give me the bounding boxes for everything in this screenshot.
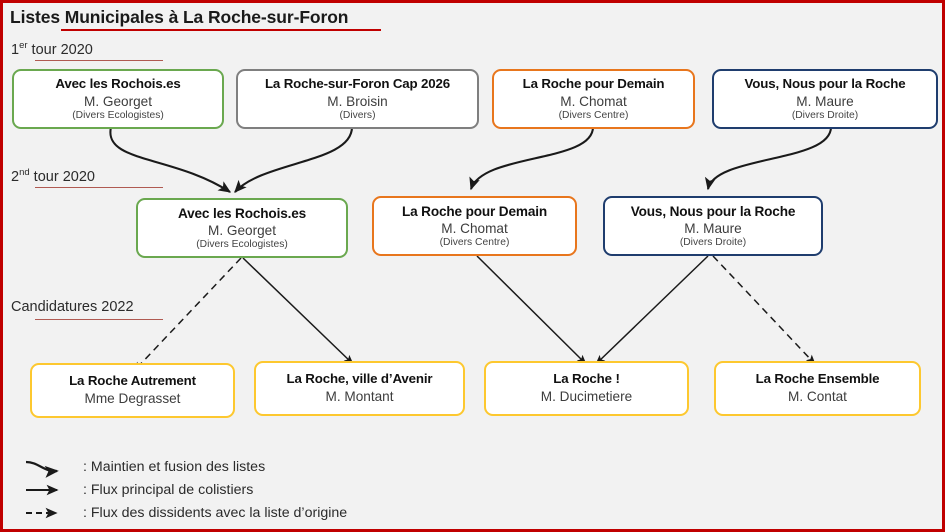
stage-label-tour2: 2nd tour 2020 (11, 167, 95, 185)
legend: : Maintien et fusion des listes : Flux p… (23, 455, 543, 524)
title-underline (61, 29, 381, 31)
node-2022-la-roche-ville-davenir[interactable]: La Roche, ville d’Avenir M. Montant (254, 361, 465, 416)
edge-r2-green-to-avenir (242, 257, 354, 365)
node-2022-la-roche-autrement[interactable]: La Roche Autrement Mme Degrasset (30, 363, 235, 418)
legend-label: : Flux des dissidents avec la liste d’or… (83, 504, 348, 521)
node-title: La Roche pour Demain (522, 75, 665, 91)
edge-r1-gray-to-r2-green (234, 126, 354, 193)
edge-r1-blue-to-r2-blue (704, 126, 833, 191)
node-title: La Roche, ville d’Avenir (286, 371, 433, 387)
edge-r2-green-to-autrement (133, 257, 242, 372)
node-title: Vous, Nous pour la Roche (744, 75, 906, 91)
node-party: (Divers Centre) (558, 109, 629, 121)
node-title: La Roche Autrement (69, 373, 196, 389)
node-round2-avec-les-rochois[interactable]: Avec les Rochois.es M. Georget (Divers E… (136, 198, 348, 258)
node-person: M. Georget (84, 93, 152, 109)
node-title: La Roche-sur-Foron Cap 2026 (264, 75, 451, 91)
node-party: (Divers Droite) (679, 236, 747, 248)
node-title: La Roche Ensemble (755, 371, 880, 387)
straight-arrow-icon (23, 479, 83, 501)
edge-r1-orange-to-r2-orange (469, 126, 595, 191)
node-person: M. Maure (684, 220, 742, 236)
stage-underline-tour2 (35, 187, 163, 189)
legend-row-dashed: : Flux des dissidents avec la liste d’or… (23, 501, 543, 524)
stage-underline-cand2022 (35, 319, 163, 321)
node-title: Avec les Rochois.es (55, 75, 181, 91)
edge-r2-blue-to-laroche (595, 255, 709, 365)
stage-label-cand2022: Candidatures 2022 (11, 299, 134, 315)
node-person: Mme Degrasset (84, 391, 181, 407)
edge-r1-green-to-r2-green (109, 126, 232, 193)
node-person: M. Maure (796, 93, 854, 109)
stage-label-tour1: 1er tour 2020 (11, 40, 93, 58)
dashed-arrow-icon (23, 502, 83, 524)
node-round1-la-roche-pour-demain[interactable]: La Roche pour Demain M. Chomat (Divers C… (492, 69, 695, 129)
node-person: M. Chomat (441, 220, 508, 236)
node-party: (Divers Centre) (439, 236, 510, 248)
curved-arrow-icon (23, 456, 83, 478)
node-person: M. Georget (208, 222, 276, 238)
stage-underline-tour1 (35, 60, 163, 62)
node-round2-la-roche-pour-demain[interactable]: La Roche pour Demain M. Chomat (Divers C… (372, 196, 577, 256)
node-round1-vous-nous-pour-la-roche[interactable]: Vous, Nous pour la Roche M. Maure (Diver… (712, 69, 938, 129)
legend-row-curved: : Maintien et fusion des listes (23, 455, 543, 478)
node-person: M. Montant (325, 389, 394, 405)
legend-label: : Flux principal de colistiers (83, 481, 254, 498)
node-round2-vous-nous-pour-la-roche[interactable]: Vous, Nous pour la Roche M. Maure (Diver… (603, 196, 823, 256)
legend-row-straight: : Flux principal de colistiers (23, 478, 543, 501)
node-party: (Divers Ecologistes) (72, 109, 164, 121)
node-title: Avec les Rochois.es (177, 205, 307, 221)
node-2022-la-roche[interactable]: La Roche ! M. Ducimetiere (484, 361, 689, 416)
node-person: M. Chomat (560, 93, 627, 109)
node-title: La Roche pour Demain (401, 203, 548, 219)
node-2022-la-roche-ensemble[interactable]: La Roche Ensemble M. Contat (714, 361, 921, 416)
node-round1-cap-2026[interactable]: La Roche-sur-Foron Cap 2026 M. Broisin (… (236, 69, 479, 129)
node-party: (Divers Droite) (791, 109, 859, 121)
node-person: M. Contat (788, 389, 847, 405)
edge-r2-orange-to-laroche (476, 255, 587, 365)
edge-r2-blue-to-ensemble (712, 255, 816, 365)
node-person: M. Broisin (327, 93, 388, 109)
node-title: Vous, Nous pour la Roche (630, 203, 796, 219)
node-person: M. Ducimetiere (540, 389, 633, 405)
node-title: La Roche ! (553, 371, 620, 387)
node-round1-avec-les-rochois[interactable]: Avec les Rochois.es M. Georget (Divers E… (12, 69, 224, 129)
legend-label: : Maintien et fusion des listes (83, 458, 266, 475)
node-party: (Divers) (339, 109, 376, 121)
node-party: (Divers Ecologistes) (196, 238, 288, 250)
page-title: Listes Municipales à La Roche-sur-Foron (10, 7, 349, 27)
